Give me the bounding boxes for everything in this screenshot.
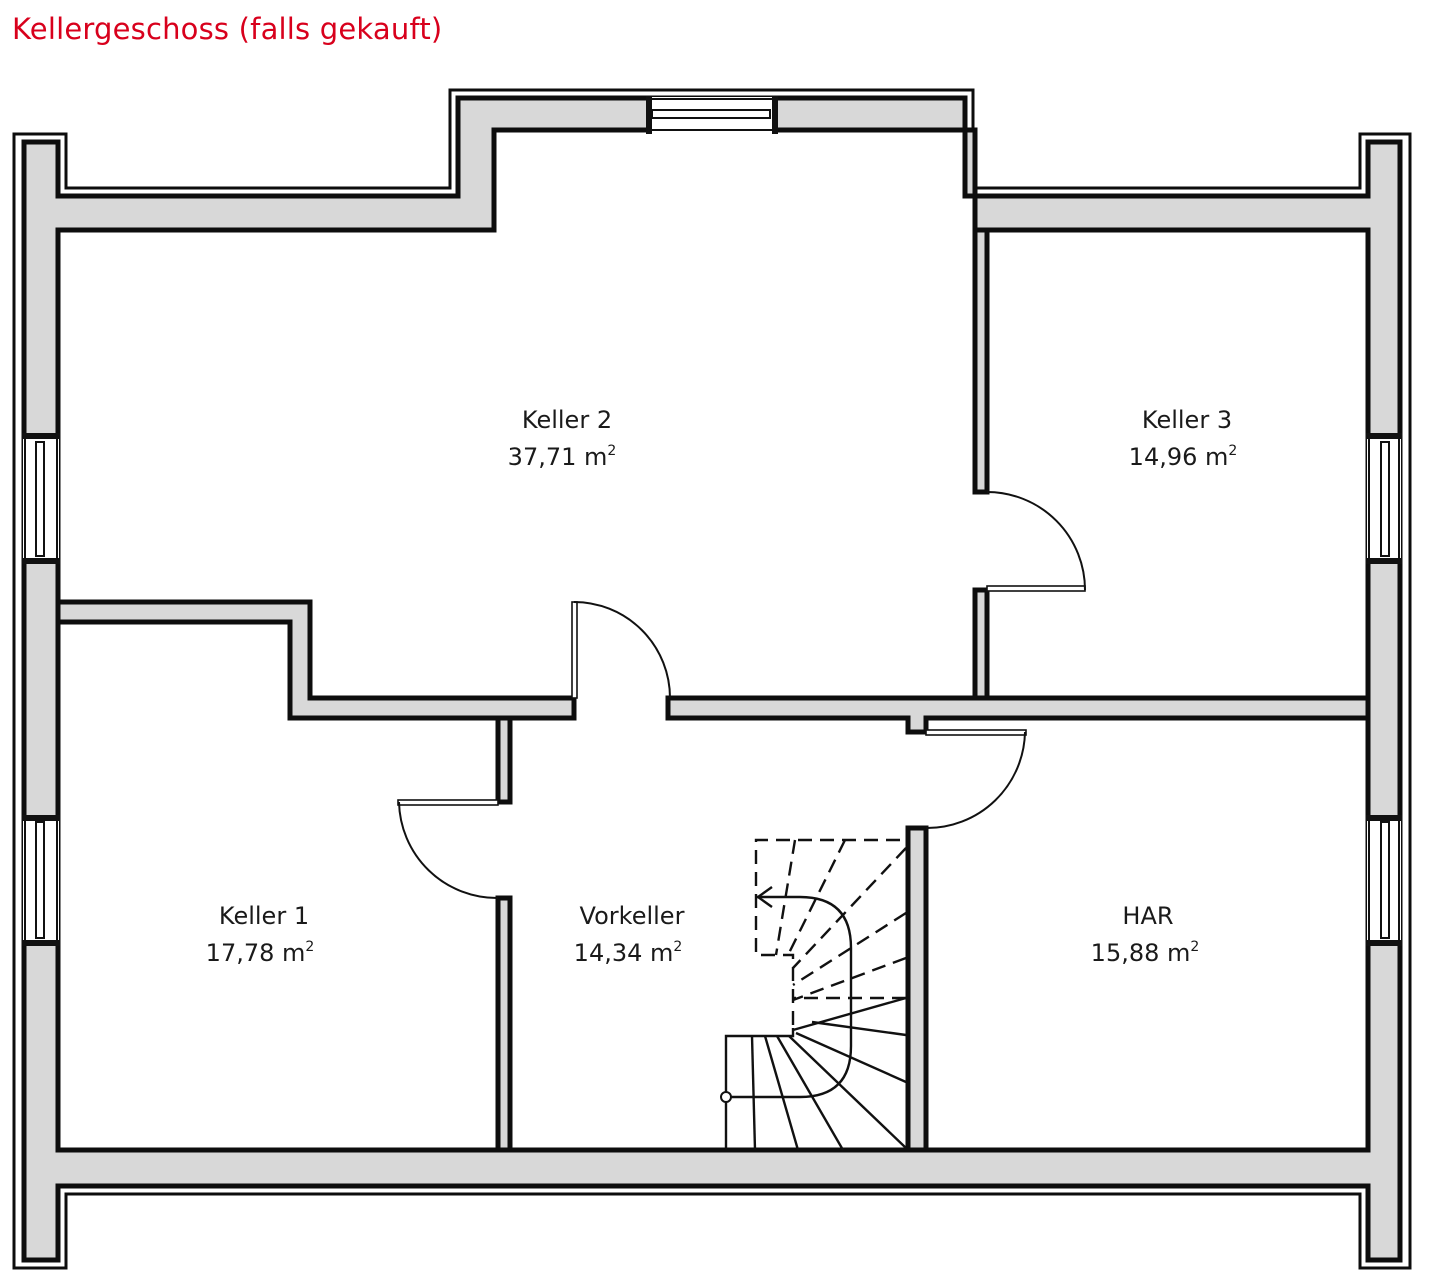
interior-wall-keller1-vorkeller-lower [495, 895, 513, 1153]
room-name: HAR [1122, 902, 1173, 930]
room-name: Keller 1 [219, 902, 309, 930]
room-vorkeller: Vorkeller 14,34 m2 [574, 902, 685, 967]
room-area: 14,34 m2 [574, 939, 683, 967]
window-left-lower [22, 815, 60, 946]
room-area: 14,96 m2 [1129, 443, 1238, 471]
room-har: HAR 15,88 m2 [1091, 902, 1200, 967]
window-top [646, 96, 778, 134]
room-area: 37,71 m2 [508, 443, 617, 471]
door-vorkeller-har[interactable] [925, 729, 1027, 830]
room-keller-3: Keller 3 14,96 m2 [1129, 406, 1238, 471]
room-area: 17,78 m2 [206, 939, 315, 967]
window-right-upper [1366, 433, 1402, 564]
interior-wall-keller2-keller3-upper [972, 227, 990, 495]
winding-staircase[interactable] [720, 838, 907, 1151]
room-area: 15,88 m2 [1091, 939, 1200, 967]
door-vorkeller-keller1[interactable] [397, 799, 499, 900]
interior-wall-keller1-vorkeller-upper [495, 715, 513, 805]
interior-wall-vorkeller-har [905, 825, 929, 1153]
room-name: Keller 2 [522, 406, 612, 434]
page-title: Kellergeschoss (falls gekauft) [12, 12, 443, 46]
room-name: Keller 3 [1142, 406, 1232, 434]
interior-wall-keller2-keller3-lower [972, 587, 990, 701]
room-keller-2: Keller 2 37,71 m2 [508, 406, 617, 471]
interior-wall-mid-right [665, 695, 1371, 735]
window-left-upper [22, 433, 60, 564]
door-keller2-keller3[interactable] [986, 491, 1086, 592]
exterior-wall [21, 95, 1403, 1263]
door-vorkeller-keller2[interactable] [571, 601, 671, 699]
window-right-lower [1366, 815, 1402, 946]
room-name: Vorkeller [580, 902, 685, 930]
exterior-outline [12, 88, 1412, 1270]
room-keller-1: Keller 1 17,78 m2 [206, 902, 315, 967]
interior-wall-keller1-keller2 [55, 599, 577, 721]
